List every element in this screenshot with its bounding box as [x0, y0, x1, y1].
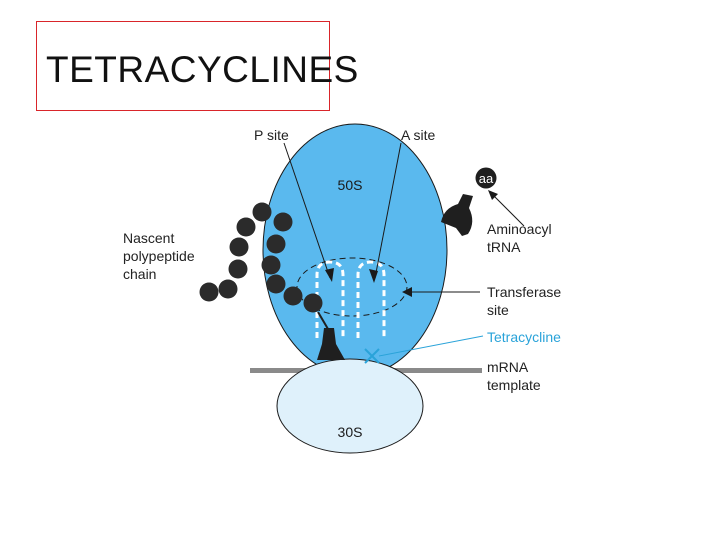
- amino-acid-bead: [283, 286, 303, 306]
- amino-acid-bead: [252, 202, 272, 222]
- amino-acid-bead: [199, 282, 219, 302]
- amino-acid-bead: [229, 237, 249, 257]
- transferase-site-region: [296, 257, 408, 317]
- leader-arrowheads: [325, 190, 498, 297]
- amino-acid-bead: [228, 259, 248, 279]
- p-site-arrowhead: [325, 268, 334, 282]
- amino-acid-bead: [266, 234, 286, 254]
- aminoacyl-label-line1: Aminoacyl: [487, 221, 552, 237]
- transferase-label-line2: site: [487, 302, 509, 318]
- x-mark-icon: [364, 348, 380, 364]
- mrna-label-line2: template: [487, 377, 541, 393]
- nascent-label-line1: Nascent: [123, 230, 174, 246]
- transferase-arrowhead: [402, 287, 412, 297]
- title-box: TETRACYCLINES: [36, 21, 358, 111]
- tetracycline-label: Tetracycline: [487, 329, 561, 345]
- chain-link: [317, 311, 329, 330]
- aminoacyl-leader: [489, 191, 525, 227]
- small-subunit-label: 30S: [338, 424, 363, 440]
- polypeptide-chain: [199, 202, 323, 313]
- amino-acid-bead: [303, 293, 323, 313]
- nascent-label-line3: chain: [123, 266, 156, 282]
- aminoacyl-trna-icon: aa: [441, 167, 497, 236]
- nascent-label-line2: polypeptide: [123, 248, 195, 264]
- p-site-trna-icon: [317, 328, 345, 360]
- amino-acid-bead: [266, 274, 286, 294]
- a-site-leader: [374, 142, 402, 279]
- tetracycline-leader: [378, 335, 484, 357]
- transferase-label-line1: Transferase: [487, 284, 561, 300]
- p-site-trna-outline: [315, 260, 345, 338]
- p-site-label: P site: [254, 127, 289, 143]
- mrna-label-line1: mRNA: [487, 359, 529, 375]
- amino-acid-bead: [236, 217, 256, 237]
- amino-acid-bead: [261, 255, 281, 275]
- amino-acid-bead: [273, 212, 293, 232]
- a-site-arrowhead: [369, 269, 378, 283]
- large-subunit-label: 50S: [338, 177, 363, 193]
- aa-circle: [475, 167, 497, 189]
- small-subunit-30s: [276, 358, 424, 454]
- a-site-label: A site: [401, 127, 435, 143]
- aa-label: aa: [479, 171, 494, 186]
- p-site-leader: [283, 142, 331, 279]
- aminoacyl-label-line2: tRNA: [487, 239, 521, 255]
- aminoacyl-arrowhead: [488, 190, 498, 200]
- amino-acid-bead: [218, 279, 238, 299]
- a-site-trna-outline: [356, 260, 386, 338]
- slide-title: TETRACYCLINES: [46, 49, 359, 90]
- leader-lines: [283, 142, 525, 293]
